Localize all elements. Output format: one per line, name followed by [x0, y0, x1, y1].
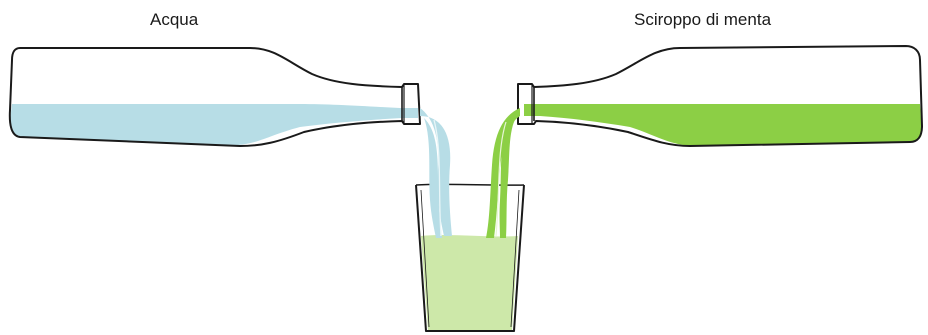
water-stream [420, 108, 452, 238]
glass-mixture [421, 235, 518, 330]
water-bottle [10, 48, 420, 146]
mint-syrup-bottle [518, 46, 922, 146]
mint-syrup-stream [486, 108, 520, 238]
